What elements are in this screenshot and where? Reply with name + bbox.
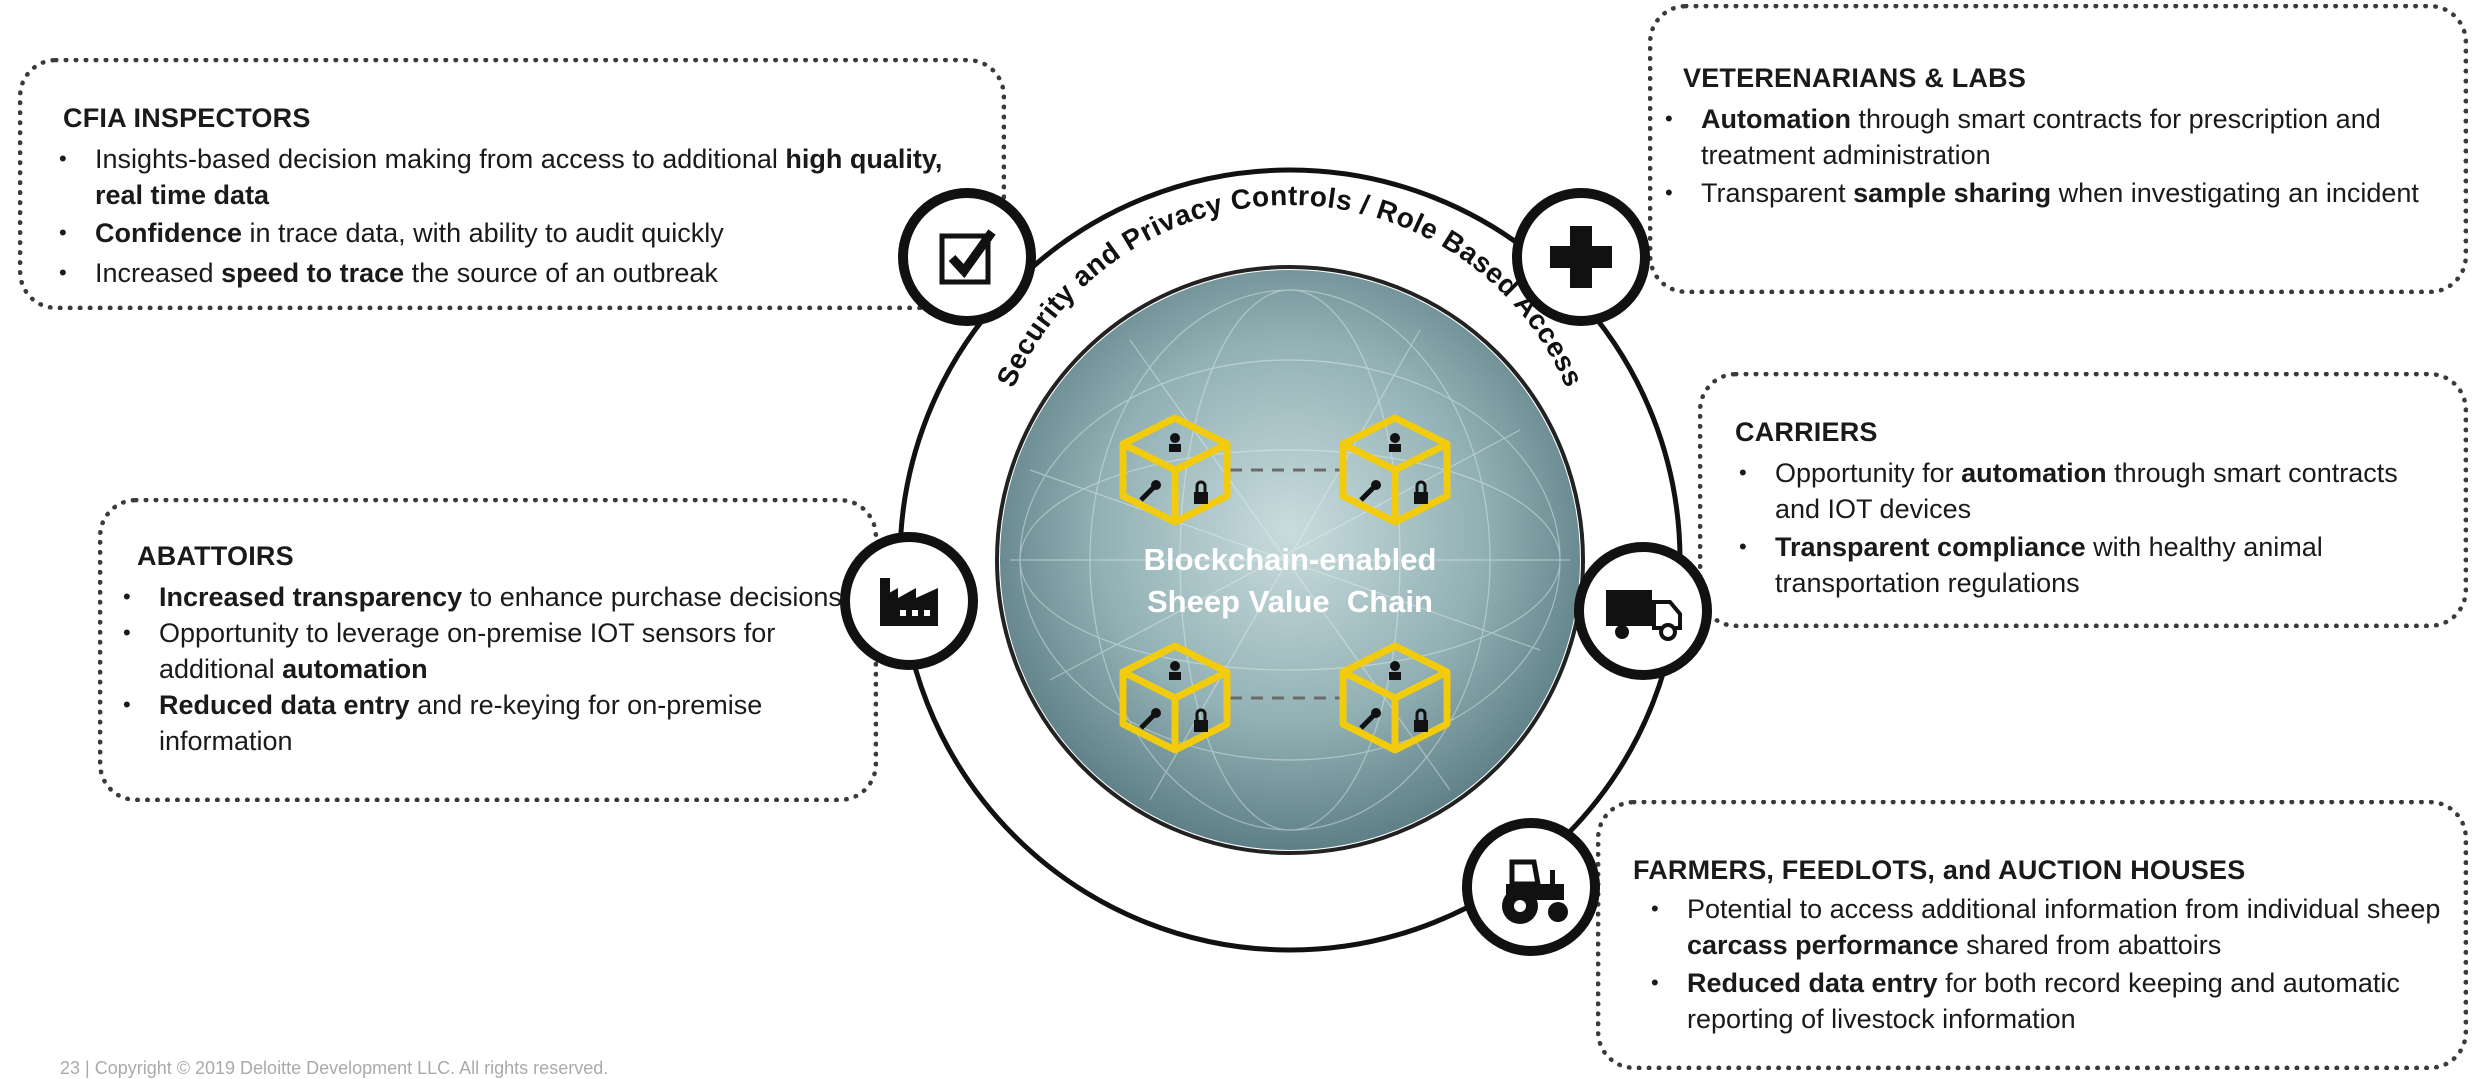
farmers-bullets: Potential to access additional informati… bbox=[1651, 891, 2447, 1041]
abattoirs-bullet-1: Increased transparency to enhance purcha… bbox=[123, 579, 849, 615]
blockchain-cube bbox=[1119, 414, 1231, 526]
carriers-bullets: Opportunity for automation through smart… bbox=[1739, 455, 2425, 605]
center-title-line2: Sheep Value Chain bbox=[1147, 584, 1433, 619]
abattoirs-icon-circle bbox=[840, 532, 978, 670]
lock-icon bbox=[1414, 720, 1428, 732]
inner-ring bbox=[995, 265, 1585, 855]
vets-icon-circle bbox=[1512, 188, 1650, 326]
vets-bullet-2: Transparent sample sharing when investig… bbox=[1665, 175, 2441, 211]
cfia-bullet-3: Increased speed to trace the source of a… bbox=[59, 255, 975, 291]
cfia-inspectors-box: CFIA INSPECTORS Insights-based decision … bbox=[18, 58, 1006, 310]
farmers-bullet-1: Potential to access additional informati… bbox=[1651, 891, 2447, 963]
vets-bullet-1: Automation through smart contracts for p… bbox=[1665, 101, 2441, 173]
blockchain-cube bbox=[1339, 642, 1451, 754]
abattoirs-box: ABATTOIRS Increased transparency to enha… bbox=[98, 498, 878, 802]
carriers-bullet-1: Opportunity for automation through smart… bbox=[1739, 455, 2425, 527]
vets-bullets: Automation through smart contracts for p… bbox=[1665, 101, 2441, 215]
abattoirs-bullets: Increased transparency to enhance purcha… bbox=[123, 579, 849, 763]
user-icon bbox=[1390, 433, 1400, 443]
abattoirs-bullet-2: Opportunity to leverage on-premise IOT s… bbox=[123, 615, 849, 687]
cfia-bullet-2: Confidence in trace data, with ability t… bbox=[59, 215, 975, 251]
farmers-icon-circle bbox=[1462, 818, 1600, 956]
blockchain-cube bbox=[1339, 414, 1451, 526]
lock-icon bbox=[1194, 720, 1208, 732]
cfia-bullets: Insights-based decision making from acce… bbox=[59, 141, 975, 295]
blockchain-cubes bbox=[1119, 414, 1451, 754]
cfia-icon-circle bbox=[898, 188, 1036, 326]
tractor-icon bbox=[1502, 859, 1568, 924]
farmers-title: FARMERS, FEEDLOTS, and AUCTION HOUSES bbox=[1633, 855, 2246, 885]
globe bbox=[1000, 270, 1580, 850]
carriers-icon-circle bbox=[1574, 542, 1712, 680]
farmers-bullet-2: Reduced data entry for both record keepi… bbox=[1651, 965, 2447, 1037]
cfia-bullet-1: Insights-based decision making from acce… bbox=[59, 141, 975, 213]
vets-title: VETERENARIANS & LABS bbox=[1683, 63, 2027, 93]
carriers-title: CARRIERS bbox=[1735, 417, 1878, 447]
carriers-bullet-2: Transparent compliance with healthy anim… bbox=[1739, 529, 2425, 601]
center-title-line1: Blockchain-enabled bbox=[1144, 542, 1437, 577]
user-icon bbox=[1390, 661, 1400, 671]
abattoirs-bullet-3: Reduced data entry and re-keying for on-… bbox=[123, 687, 849, 759]
footer-copyright: 23 | Copyright © 2019 Deloitte Developme… bbox=[60, 1058, 609, 1078]
cfia-title: CFIA INSPECTORS bbox=[63, 103, 311, 133]
lock-icon bbox=[1414, 492, 1428, 504]
checkbox-icon bbox=[939, 229, 996, 285]
abattoirs-title: ABATTOIRS bbox=[137, 541, 294, 571]
user-icon bbox=[1170, 661, 1180, 671]
cube-connectors bbox=[1230, 468, 1340, 700]
veterinarians-box: VETERENARIANS & LABS Automation through … bbox=[1648, 4, 2468, 294]
medical-cross-icon bbox=[1550, 226, 1612, 288]
truck-icon bbox=[1606, 590, 1682, 641]
factory-icon bbox=[880, 578, 938, 626]
user-icon bbox=[1170, 433, 1180, 443]
farmers-box: FARMERS, FEEDLOTS, and AUCTION HOUSES Po… bbox=[1596, 800, 2468, 1070]
lock-icon bbox=[1194, 492, 1208, 504]
carriers-box: CARRIERS Opportunity for automation thro… bbox=[1698, 372, 2468, 628]
blockchain-cube bbox=[1119, 642, 1231, 754]
